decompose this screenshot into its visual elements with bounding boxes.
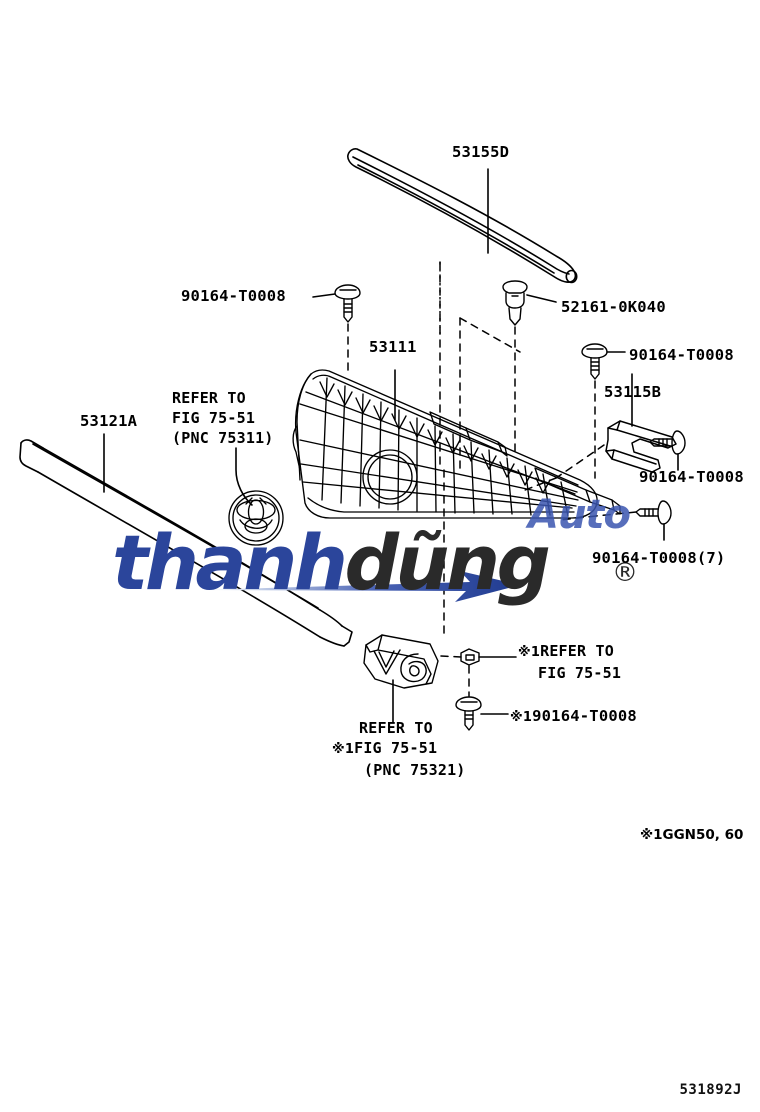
nut-refer-line-1: REFER TO xyxy=(540,642,614,660)
v6-refer-line-3: (PNC 75321) xyxy=(364,761,466,779)
emblem-refer-line-3: (PNC 75311) xyxy=(172,429,274,447)
callout-53121A: 53121A xyxy=(80,412,138,430)
diagram-id: 531892J xyxy=(679,1082,742,1098)
v6-refer-line-2: FIG 75-51 xyxy=(354,739,438,757)
fastener-screw-right-mid xyxy=(649,430,686,455)
callout-53155D: 53155D xyxy=(452,143,510,161)
callout-90164-T0008-top-left: 90164-T0008 xyxy=(181,287,286,305)
callout-nut-refer: ※1REFER TO FIG 75-51 xyxy=(518,641,621,683)
callout-emblem-refer: REFER TO FIG 75-51 (PNC 75311) xyxy=(172,388,274,448)
callout-bottom-screw: ※190164-T0008 xyxy=(510,707,637,727)
part-53111-grille-assembly xyxy=(292,369,621,519)
nut-refer-mark: ※1 xyxy=(518,645,541,660)
emblem-refer-line-1: REFER TO xyxy=(172,389,246,407)
fastener-screw-right-upper xyxy=(581,343,608,380)
fastener-nut-v6 xyxy=(460,648,480,666)
emblem-refer-line-2: FIG 75-51 xyxy=(172,409,256,427)
part-53115B-bracket xyxy=(605,420,677,473)
part-53121A-side-moulding xyxy=(19,439,353,647)
bottom-screw-text: 90164-T0008 xyxy=(532,707,637,725)
assembly-dashed-lines xyxy=(347,261,637,697)
callout-90164-T0008-qty7: 90164-T0008(7) xyxy=(592,549,726,567)
leader-lines xyxy=(103,168,679,723)
fastener-screw-right-lower xyxy=(635,500,672,525)
bottom-screw-mark: ※1 xyxy=(510,710,533,725)
v6-refer-line-1: REFER TO xyxy=(359,719,433,737)
nut-refer-line-2: FIG 75-51 xyxy=(538,664,622,682)
part-v6-nameplate-pnc75321 xyxy=(363,634,439,689)
callout-53115B: 53115B xyxy=(604,383,662,401)
callout-53111: 53111 xyxy=(369,338,417,356)
part-53155D-upper-moulding xyxy=(347,148,578,284)
callout-90164-T0008-right-mid: 90164-T0008 xyxy=(639,468,744,486)
v6-refer-mark: ※1 xyxy=(332,742,355,757)
fastener-clip-52161-0K040 xyxy=(502,280,528,326)
footnote-text: ※1GGN50, 60 xyxy=(640,827,744,843)
callout-52161-0K040: 52161-0K040 xyxy=(561,298,666,316)
callout-90164-T0008-right-upper: 90164-T0008 xyxy=(629,346,734,364)
callout-v6-refer: REFER TO ※1FIG 75-51 (PNC 75321) xyxy=(332,718,466,780)
part-emblem-pnc75311 xyxy=(228,490,284,546)
fastener-screw-top-left xyxy=(334,284,361,323)
fastener-screw-bottom xyxy=(455,696,482,731)
